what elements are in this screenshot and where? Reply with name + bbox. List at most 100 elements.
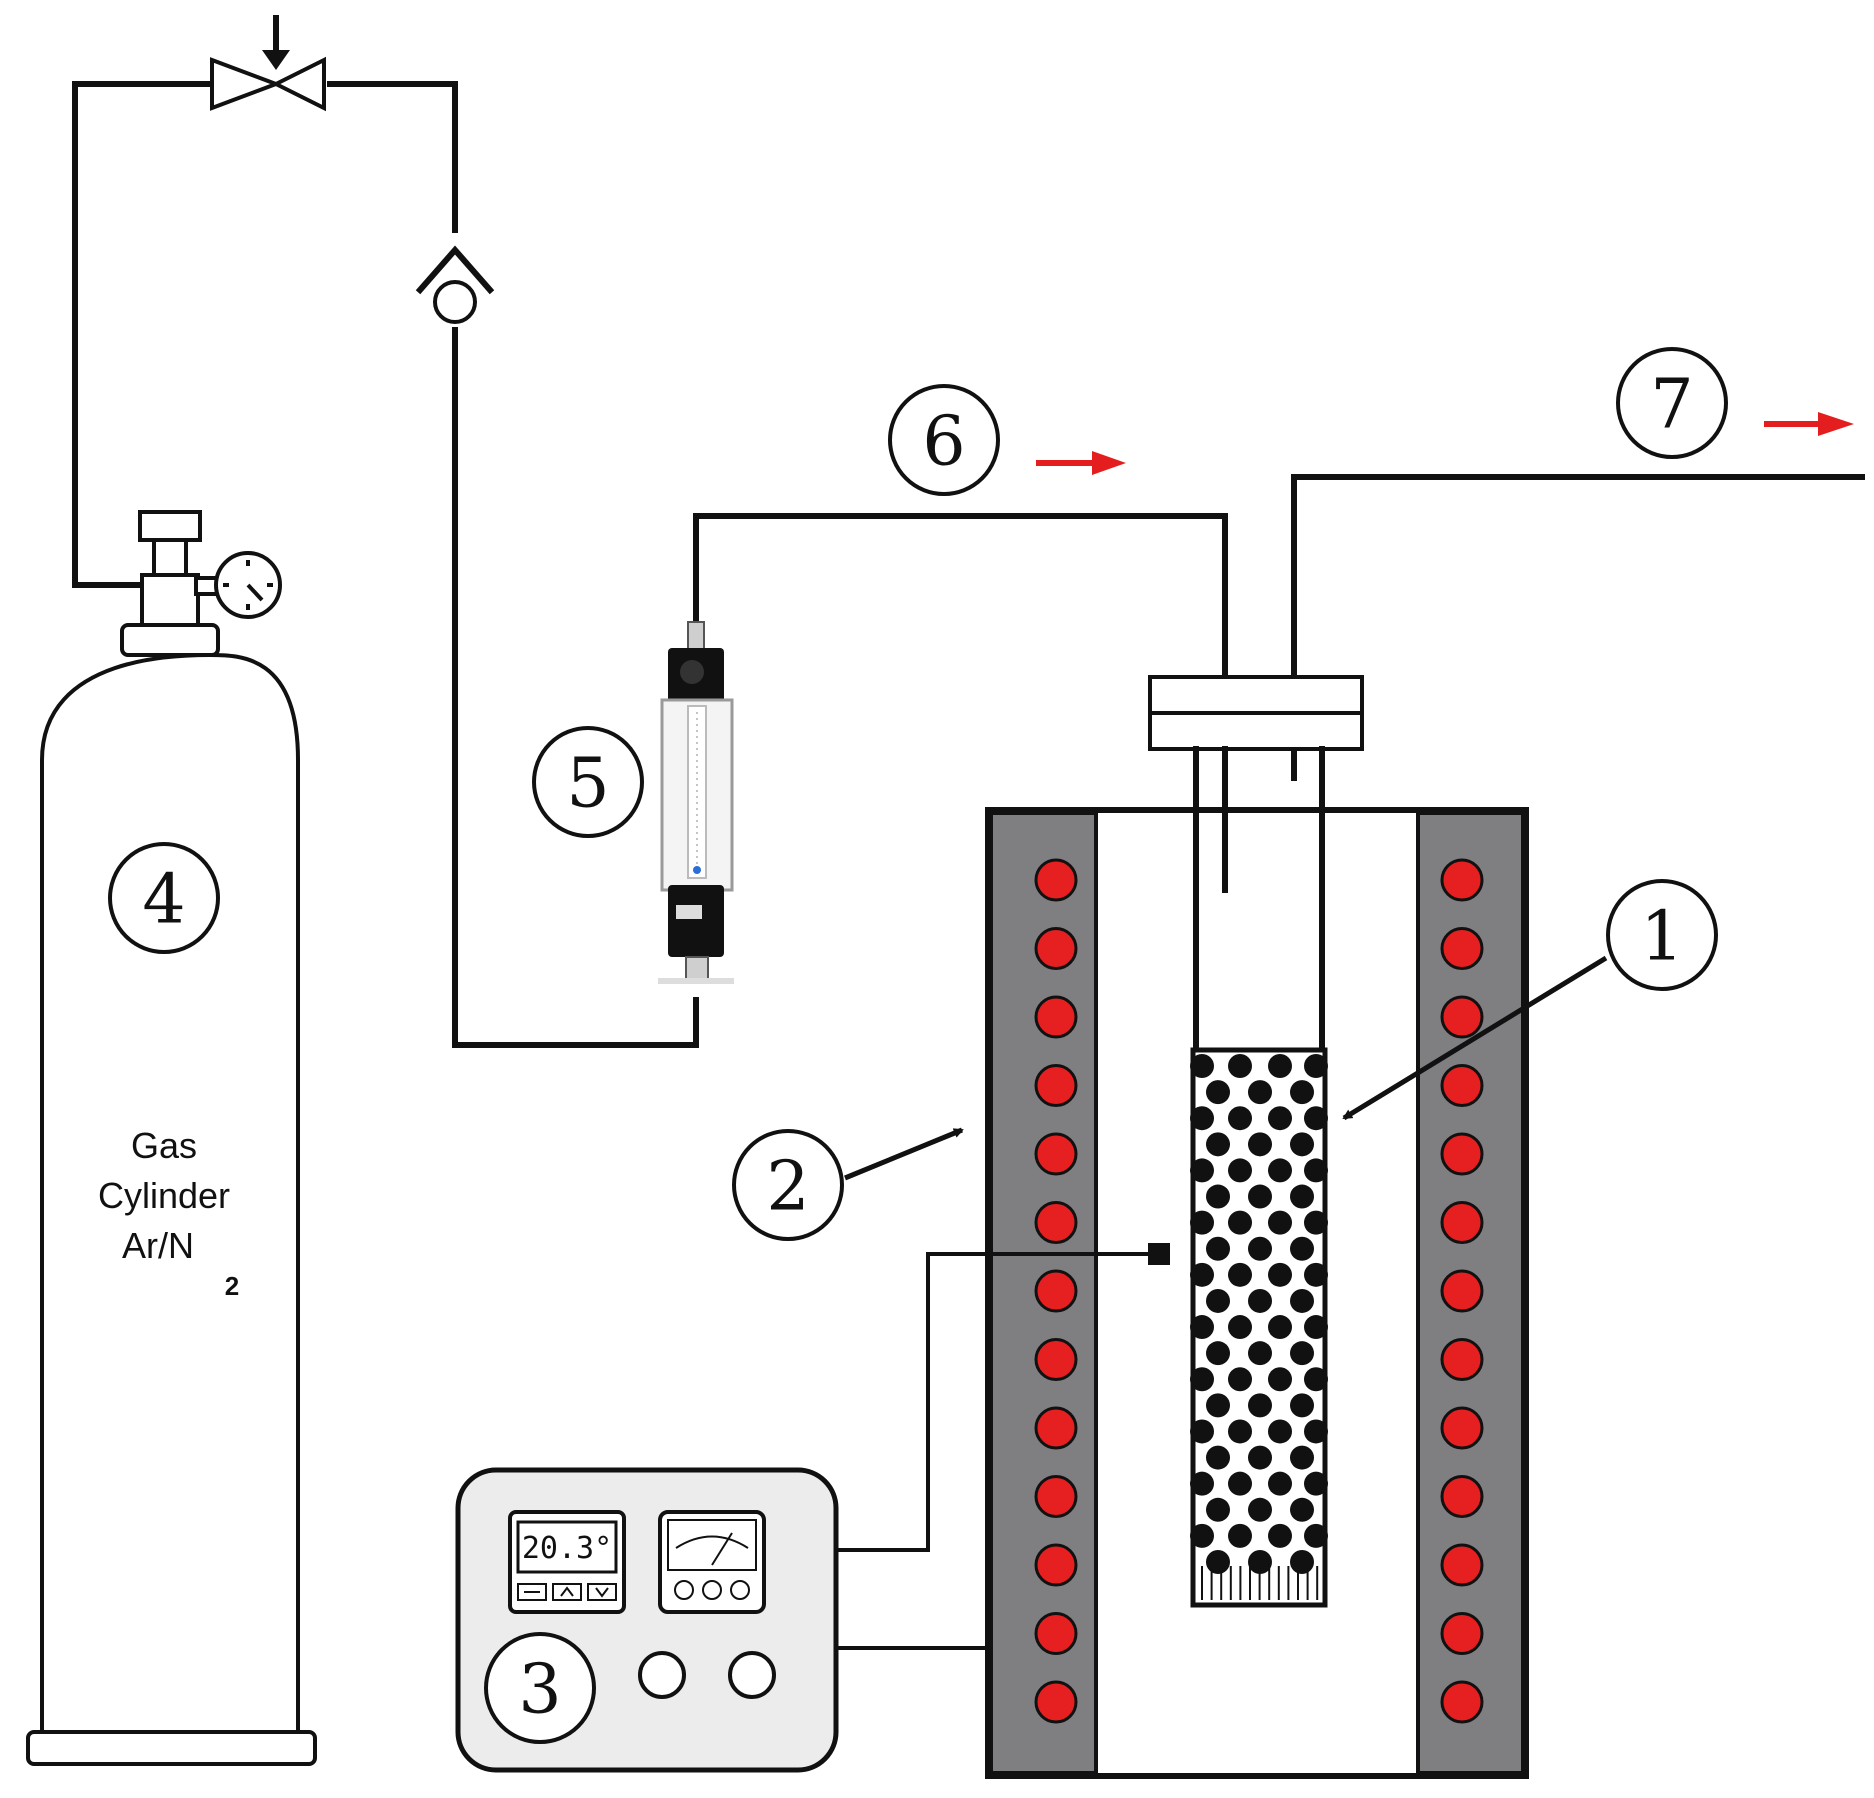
catalyst-particle [1248,1393,1272,1418]
callout-4: 4 [108,842,220,954]
catalyst-particle [1206,1393,1230,1418]
catalyst-particle [1290,1393,1314,1418]
heater-dot [1440,995,1484,1039]
catalyst-particle [1304,1210,1328,1235]
catalyst-particle [1268,1210,1292,1235]
catalyst-particle [1304,1523,1328,1548]
heater-dot [1034,1475,1078,1518]
heater-dot [1034,995,1078,1039]
heater-dot [1440,1475,1484,1518]
catalyst-particle [1190,1262,1214,1287]
catalyst-particle [1206,1132,1230,1157]
catalyst-bed [1190,1054,1328,1574]
catalyst-particle [1304,1262,1328,1287]
gate-valve [210,15,326,112]
catalyst-particle [1190,1210,1214,1235]
heater-dot [1440,1132,1484,1176]
catalyst-particle [1190,1158,1214,1183]
catalyst-particle [1290,1288,1314,1313]
flow-arrow-7 [1764,412,1854,436]
heater-dot [1034,1269,1078,1313]
cylinder-label: Gas Cylinder Ar/N 2 [98,1125,239,1301]
catalyst-particle [1248,1236,1272,1261]
catalyst-particle [1206,1236,1230,1261]
catalyst-particle [1268,1419,1292,1444]
catalyst-particle [1228,1419,1252,1444]
heater-dot [1440,1064,1484,1107]
catalyst-particle [1206,1080,1230,1105]
temperature-display: 20.3° [508,1510,626,1614]
catalyst-particle [1206,1497,1230,1522]
heater-dot [1440,1543,1484,1587]
catalyst-particle [1228,1158,1252,1183]
catalyst-particle [1304,1106,1328,1131]
catalyst-particle [1228,1523,1252,1548]
heater-dot [1440,1338,1484,1381]
catalyst-particle [1268,1471,1292,1496]
callout-4-number: 4 [142,861,185,940]
catalyst-particle [1206,1184,1230,1209]
check-valve [415,245,495,324]
catalyst-particle [1248,1497,1272,1522]
heater-dot [1034,927,1078,970]
catalyst-particle [1190,1054,1214,1078]
catalyst-particle [1248,1184,1272,1209]
callout-6: 6 [888,384,1000,496]
heater-dot [1034,1064,1078,1107]
heater-dot [1440,1612,1484,1655]
heater-dot [1034,1338,1078,1381]
heater-dot [1440,1680,1484,1724]
catalyst-particle [1228,1471,1252,1496]
catalyst-particle [1228,1210,1252,1235]
catalyst-particle [1248,1080,1272,1105]
catalyst-particle [1304,1471,1328,1496]
catalyst-particle [1248,1132,1272,1157]
heater-dot [1034,1680,1078,1724]
callout-5-number: 5 [566,745,609,824]
catalyst-particle [1304,1367,1328,1392]
pressure-gauge-icon [214,551,282,619]
heater-dot [1440,1269,1484,1313]
heater-dot [1034,1406,1078,1450]
control-knob-right [728,1651,776,1699]
heater-dot [1440,1406,1484,1450]
temperature-readout: 20.3° [522,1531,612,1566]
cylinder-label-line2: Cylinder [98,1175,230,1216]
catalyst-particle [1290,1184,1314,1209]
heating-elements [1034,858,1484,1724]
callout-2-number: 2 [766,1148,809,1227]
catalyst-particle [1268,1315,1292,1340]
callout-7: 7 [1616,347,1728,459]
thermocouple [836,1243,1170,1552]
catalyst-particle [1268,1367,1292,1392]
analog-meter-icon [658,1510,766,1614]
gas-supply-line [72,81,1865,1048]
callout-7-number: 7 [1650,366,1693,445]
callout-6-number: 6 [922,403,965,482]
catalyst-particle [1268,1158,1292,1183]
heater-dot [1440,1201,1484,1244]
catalyst-particle [1248,1550,1272,1574]
catalyst-particle [1228,1054,1252,1078]
flow-arrow-6 [1036,451,1126,475]
catalyst-particle [1228,1106,1252,1131]
bed-support-grid [1201,1566,1319,1600]
cylinder-label-line3: Ar/N [122,1225,194,1266]
callout-3-number: 3 [518,1651,561,1730]
heater-dot [1034,1201,1078,1244]
catalyst-particle [1206,1445,1230,1470]
catalyst-particle [1268,1262,1292,1287]
heater-dot [1440,858,1484,902]
catalyst-particle [1190,1367,1214,1392]
catalyst-particle [1290,1550,1314,1574]
catalyst-particle [1290,1080,1314,1105]
callout-5: 5 [532,726,644,838]
catalyst-particle [1206,1288,1230,1313]
catalyst-particle [1268,1523,1292,1548]
catalyst-particle [1228,1315,1252,1340]
pointer-arrow-1 [1342,955,1608,1121]
flowmeter [658,621,734,984]
catalyst-particle [1290,1445,1314,1470]
catalyst-particle [1268,1106,1292,1131]
